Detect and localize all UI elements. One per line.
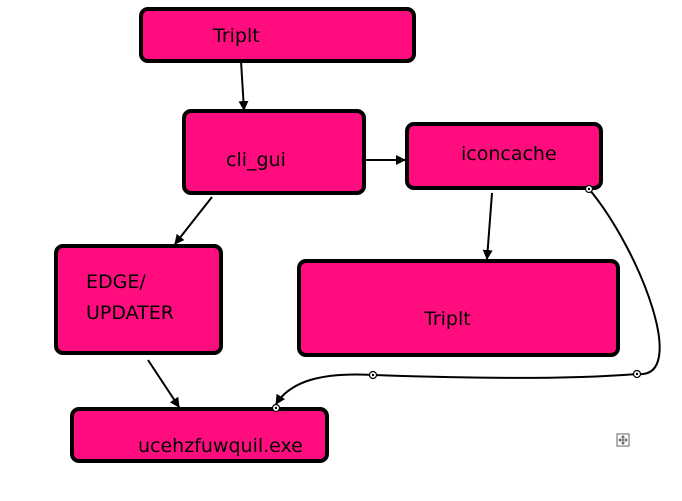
edge-triplt-to-cli-gui[interactable]	[238, 60, 249, 111]
node-iconcache[interactable]: iconcache	[405, 122, 603, 190]
node-cli-gui-label: cli_gui	[226, 149, 286, 171]
node-triplt-top-label: Triplt	[212, 25, 260, 47]
node-edge-updater-label-line1: EDGE/	[86, 271, 146, 293]
edge-iconcache-to-triplt[interactable]	[482, 192, 493, 260]
node-triplt-top[interactable]: Triplt	[139, 7, 416, 63]
connector-handles[interactable]	[271, 184, 642, 413]
node-iconcache-label: iconcache	[461, 143, 557, 165]
edge-edge-updater-to-exe[interactable]	[147, 359, 180, 408]
edge-iconcache-to-exe-curved[interactable]	[275, 188, 661, 405]
move-icon[interactable]	[616, 433, 630, 447]
node-cli-gui[interactable]: cli_gui	[182, 109, 366, 195]
node-triplt-right-label: Triplt	[423, 308, 471, 330]
connector-handle-start[interactable]	[584, 184, 594, 194]
node-triplt-right[interactable]: Triplt	[297, 259, 620, 357]
node-edge-updater[interactable]: EDGE/ UPDATER	[54, 244, 223, 355]
connector-handle-midpoint-left[interactable]	[368, 370, 378, 380]
node-exe[interactable]: ucehzfuwquil.exe	[70, 407, 329, 463]
node-exe-label: ucehzfuwquil.exe	[138, 435, 303, 457]
edge-cli-gui-to-edge-updater[interactable]	[174, 196, 213, 245]
connector-handle-end[interactable]	[271, 403, 281, 413]
connectors	[147, 60, 661, 408]
node-edge-updater-label-line2: UPDATER	[86, 302, 174, 324]
connector-handle-midpoint-right[interactable]	[632, 369, 642, 379]
